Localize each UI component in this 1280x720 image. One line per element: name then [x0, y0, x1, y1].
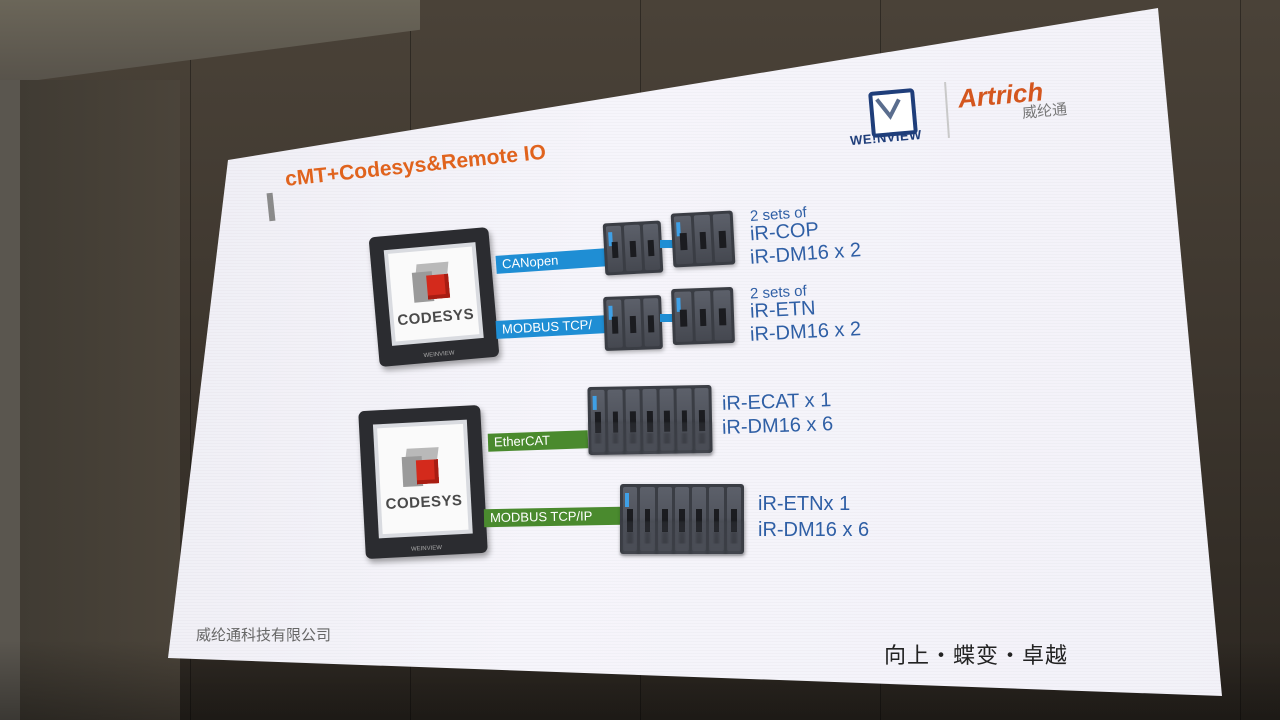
hmi-panel-bottom: CODESYS WEINVIEW [358, 404, 488, 560]
footer-slogan: 向上・蝶变・卓越 [884, 643, 1069, 668]
remote-io-module-group [671, 286, 735, 346]
modbus-link [660, 314, 674, 322]
spec-line: iR-ETNx 1 [758, 493, 851, 515]
left-wall [20, 80, 180, 720]
footer-company: 威纶通科技有限公司 [196, 627, 332, 644]
codesys-logo-text: CODESYS [385, 491, 463, 513]
io-reflection [620, 521, 744, 556]
remote-io-module-group [670, 210, 736, 268]
codesys-logo-text: CODESYS [396, 305, 475, 329]
weinview-logo-icon [868, 88, 918, 138]
spec-line: iR-DM16 x 6 [758, 519, 870, 541]
hmi-panel-top: CODESYS WEINVIEW [368, 227, 500, 367]
remote-io-module-group [602, 220, 664, 276]
pillar [0, 80, 20, 720]
ethercat-bus-label: EtherCAT [487, 430, 589, 452]
spec-line: iR-DM16 x 6 [721, 413, 834, 439]
canopen-link [660, 240, 674, 248]
codesys-cube-icon [411, 261, 454, 304]
io-reflection [588, 422, 712, 456]
modbus-tcpip-bus-label: MODBUS TCP/IP [483, 506, 623, 528]
remote-io-module-group [603, 295, 663, 351]
artrich-logo-subtitle: 威纶通 [1021, 101, 1068, 122]
codesys-cube-icon [401, 446, 443, 489]
